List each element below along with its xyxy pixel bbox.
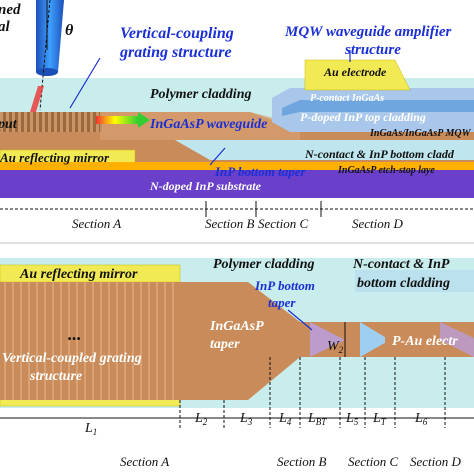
top-section-c: Section C xyxy=(258,216,309,231)
grating-label-bottom-2: structure xyxy=(29,369,82,384)
dimension-lines xyxy=(179,357,446,428)
dim-l4: L4 xyxy=(278,411,292,427)
n-contact-region xyxy=(355,270,474,292)
optical-fiber xyxy=(30,0,64,112)
w2-label: W2 xyxy=(327,339,344,355)
n-contact-taper-shape xyxy=(360,322,390,357)
substrate-layer xyxy=(0,170,474,198)
p-au-taper xyxy=(440,322,474,357)
fiber-label: ned xyxy=(0,2,21,18)
ingaasp-taper-3d xyxy=(100,112,300,140)
dim-l5: L5 xyxy=(345,411,359,427)
n-contact-label-top: N-contact & InP bottom cladd xyxy=(304,147,455,161)
inp-taper-label: InP bottom xyxy=(254,278,315,293)
au-electrode-label: Au electrode xyxy=(323,65,387,79)
p-contact-label: P-contact InGaAs xyxy=(310,93,384,104)
top-section-d: Section D xyxy=(352,216,404,231)
au-electrode xyxy=(304,59,411,91)
top-section-ruler xyxy=(0,201,474,217)
dim-lbt: LBT xyxy=(307,411,327,427)
fiber-label-2: al xyxy=(0,19,11,35)
input-label: put xyxy=(0,117,18,132)
grating-leader xyxy=(69,57,101,109)
grating-label-bottom: Vertical-coupled grating xyxy=(2,351,142,366)
propagation-arrowhead xyxy=(138,112,150,128)
inp-taper-label-2: taper xyxy=(268,295,296,310)
inp-taper-leader xyxy=(287,309,313,331)
bottom-section-c: Section C xyxy=(348,454,399,469)
grating-top-view xyxy=(0,282,180,400)
propagation-arrow xyxy=(96,116,138,124)
dim-l2: L2 xyxy=(194,411,208,427)
p-au-label: P-Au electr xyxy=(392,334,458,349)
au-mirror-label-bottom: Au reflecting mirror xyxy=(19,267,138,282)
grating-label-2: grating structure xyxy=(119,44,232,61)
etch-stop-layer xyxy=(0,162,474,170)
etch-stop-label: InGaAsP etch-stop laye xyxy=(337,165,435,176)
inp-bottom-taper-shape xyxy=(310,322,345,357)
mqw-label: InGaAs/InGaAsP MQW xyxy=(369,128,472,139)
cross-section-panel: ned al θ Vertical-coupling grating struc… xyxy=(0,0,474,231)
polymer-label-top: Polymer cladding xyxy=(150,87,252,102)
grating-region xyxy=(0,112,105,132)
ingaasp-taper-label: InGaAsP xyxy=(209,319,264,334)
n-contact-strip xyxy=(175,140,474,160)
theta-label: θ xyxy=(65,22,74,39)
p-contact-layer xyxy=(282,100,474,116)
substrate-label: N-doped InP substrate xyxy=(149,179,262,193)
dim-l1: L1 xyxy=(84,421,97,437)
n-contact-label-bottom-2: bottom cladding xyxy=(357,276,450,291)
amp-label-2: structure xyxy=(344,42,401,58)
waveguide-label: InGaAsP waveguide xyxy=(149,117,267,132)
polymer-label-bottom: Polymer cladding xyxy=(213,257,315,272)
taper-leader xyxy=(209,147,226,166)
grating-label: Vertical-coupling xyxy=(120,25,234,42)
top-section-b: Section B xyxy=(205,216,255,231)
n-contact-label-bottom: N-contact & InP xyxy=(352,257,450,272)
dim-l3: L3 xyxy=(239,411,253,427)
taper-label-top: InP bottom taper xyxy=(214,164,306,179)
bottom-section-b: Section B xyxy=(277,454,327,469)
bottom-section-a: Section A xyxy=(120,454,169,469)
bottom-section-d: Section D xyxy=(410,454,462,469)
ingaasp-taper-label-2: taper xyxy=(210,337,240,352)
dim-lt: LT xyxy=(372,411,387,427)
top-view-panel: Au reflecting mirror Polymer cladding N-… xyxy=(0,257,474,469)
top-section-a: Section A xyxy=(72,216,121,231)
p-doped-label: P-doped InP top cladding xyxy=(300,110,426,124)
au-mirror-label-top: Au reflecting mirror xyxy=(0,150,110,165)
grating-dots: ... xyxy=(68,324,82,344)
dim-l6: L6 xyxy=(414,411,428,427)
amp-label: MQW waveguide amplifier xyxy=(284,24,452,40)
